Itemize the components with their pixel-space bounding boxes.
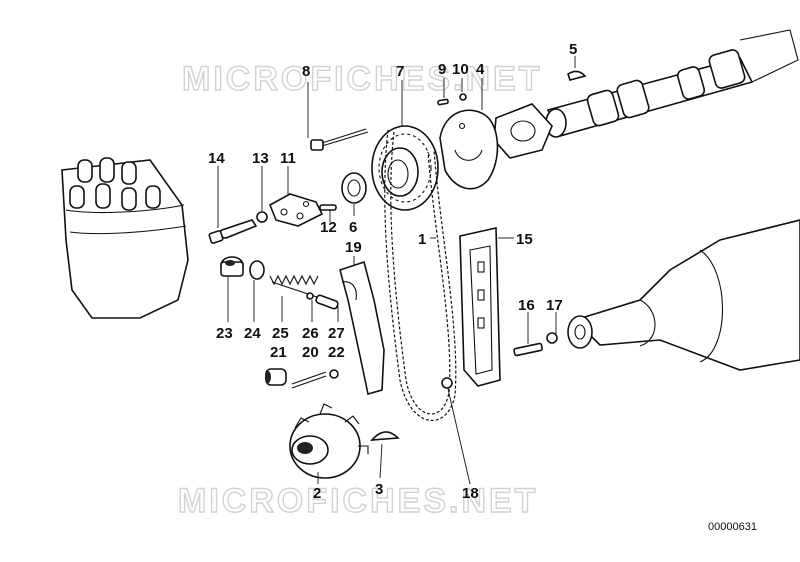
callout-21: 21 xyxy=(270,344,287,361)
callout-8: 8 xyxy=(302,63,310,80)
tensioner-bracket-part xyxy=(268,193,324,227)
hex-bolt-part xyxy=(208,219,258,244)
tensioner-rail-part xyxy=(339,260,385,396)
callout-19: 19 xyxy=(345,239,362,256)
pin-part xyxy=(319,204,337,211)
callout-27: 27 xyxy=(328,325,345,342)
screw-plug-part xyxy=(220,256,244,277)
callout-6: 6 xyxy=(349,219,357,236)
crankshaft-part xyxy=(567,219,800,371)
sealing-ring-part xyxy=(341,172,367,204)
callout-23: 23 xyxy=(216,325,233,342)
callout-5: 5 xyxy=(569,41,577,58)
callout-2: 2 xyxy=(313,485,321,502)
callout-17: 17 xyxy=(546,297,563,314)
callout-9: 9 xyxy=(438,61,446,78)
camshaft-part xyxy=(545,29,799,138)
callout-22: 22 xyxy=(328,344,345,361)
pivot-washer-part xyxy=(329,369,339,379)
callout-4: 4 xyxy=(476,61,485,78)
guide-washer-part xyxy=(546,332,558,344)
callout-26: 26 xyxy=(302,325,319,342)
gasket-ring-part xyxy=(249,260,265,280)
bushing-part xyxy=(265,368,287,386)
sprocket-key-part xyxy=(370,431,400,441)
callout-11: 11 xyxy=(280,150,296,167)
callout-12: 12 xyxy=(320,219,337,236)
spring-washer-part xyxy=(256,211,268,223)
callout-14: 14 xyxy=(208,150,225,167)
flange-plate-part xyxy=(493,103,553,159)
callout-15: 15 xyxy=(516,231,533,248)
pivot-bolt-part xyxy=(291,375,327,389)
callout-1: 1 xyxy=(418,231,426,248)
callout-16: 16 xyxy=(518,297,535,314)
callout-20: 20 xyxy=(302,344,319,361)
callout-13: 13 xyxy=(252,150,269,167)
bolt-part xyxy=(310,128,369,151)
callout-labels: 1 2 3 4 5 6 7 8 9 10 11 12 13 14 15 16 1… xyxy=(208,41,577,502)
timing-chain-part xyxy=(384,129,457,421)
callout-10: 10 xyxy=(452,61,469,78)
washer-part xyxy=(459,93,467,101)
rail-washer-part xyxy=(441,377,453,389)
figure-number: 00000631 xyxy=(708,521,757,533)
guide-rail-part xyxy=(459,227,501,387)
distributor-cap-part xyxy=(61,157,189,319)
callout-25: 25 xyxy=(272,325,289,342)
leader-lines xyxy=(217,56,576,485)
guide-bolt-part xyxy=(513,342,543,357)
compression-spring-part xyxy=(269,274,319,286)
camshaft-sprocket-part xyxy=(371,125,439,211)
dowel-pin-part xyxy=(437,98,449,106)
callout-18: 18 xyxy=(462,485,479,502)
watermark-bottom: MICROFICHES.NET xyxy=(178,482,538,520)
callout-3: 3 xyxy=(375,481,383,498)
tensioner-piston-part xyxy=(315,294,339,310)
sprocket-plate-part xyxy=(439,109,499,190)
watermark-top: MICROFICHES.NET xyxy=(182,60,542,98)
callout-7: 7 xyxy=(396,63,404,80)
woodruff-key-part xyxy=(567,70,587,81)
crank-sprocket-part xyxy=(289,403,369,479)
callout-24: 24 xyxy=(244,325,261,342)
